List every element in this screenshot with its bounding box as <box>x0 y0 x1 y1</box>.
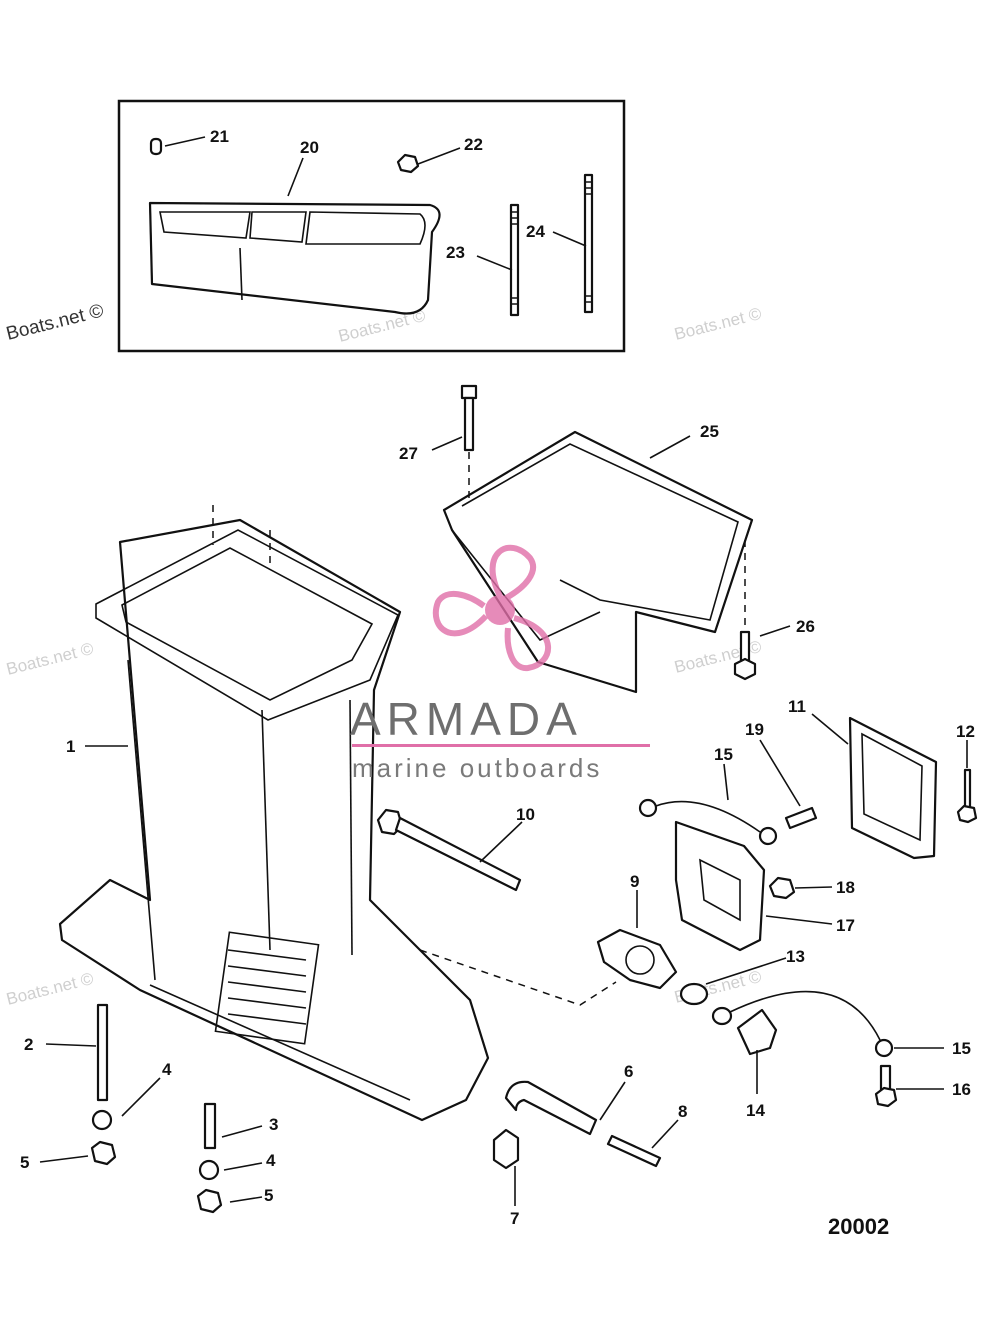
hex-nut-22 <box>396 153 420 174</box>
callout-13: 13 <box>786 947 805 966</box>
callout-9: 9 <box>630 872 639 891</box>
brand-name: ARMADA <box>350 693 583 745</box>
callout-2: 2 <box>24 1035 33 1054</box>
callout-20: 20 <box>300 138 319 157</box>
stud-2 <box>96 1003 109 1102</box>
plate-11 <box>848 716 938 860</box>
washer-4 <box>91 1109 113 1131</box>
callout-19: 19 <box>745 720 764 739</box>
washer-13 <box>679 982 733 1026</box>
callout-6: 6 <box>624 1062 633 1081</box>
callout-18: 18 <box>836 878 855 897</box>
callout-27: 27 <box>399 444 418 463</box>
callout-22: 22 <box>464 135 483 154</box>
fitting-7 <box>492 1128 520 1170</box>
callouts: 21 20 22 23 24 25 27 26 1 10 11 12 19 15… <box>20 127 975 1228</box>
bracket-17 <box>674 820 766 952</box>
hex-nut-5 <box>196 1188 223 1214</box>
stud-3 <box>203 1102 217 1150</box>
bolt-19 <box>784 806 818 830</box>
callout-21: 21 <box>210 127 229 146</box>
bolt-10 <box>376 808 522 892</box>
callout-8: 8 <box>678 1102 687 1121</box>
bolt-27 <box>460 384 478 500</box>
callout-5: 5 <box>264 1186 273 1205</box>
cover-25 <box>442 430 754 694</box>
inset-frame <box>117 99 626 353</box>
callout-23: 23 <box>446 243 465 262</box>
hex-nut-5 <box>90 1140 117 1166</box>
callout-11: 11 <box>788 697 806 716</box>
stud-24 <box>583 173 594 314</box>
hose-6 <box>504 1080 598 1136</box>
hex-nut-18 <box>768 876 796 900</box>
callout-15: 15 <box>952 1039 971 1058</box>
dowel-pin <box>149 137 163 156</box>
brand-underline <box>352 744 650 747</box>
spacer-plate <box>148 201 441 315</box>
screw-12 <box>956 768 978 824</box>
fitting-8 <box>606 1134 662 1168</box>
callout-17: 17 <box>836 916 855 935</box>
mount-9 <box>419 928 678 1006</box>
callout-3: 3 <box>269 1115 278 1134</box>
driveshaft-housing <box>58 505 490 1122</box>
callout-10: 10 <box>516 805 535 824</box>
washer-4 <box>198 1159 220 1181</box>
figure-number: 20002 <box>828 1214 889 1239</box>
callout-15: 15 <box>714 745 733 764</box>
callout-12: 12 <box>956 722 975 741</box>
callout-4: 4 <box>266 1151 276 1170</box>
callout-24: 24 <box>526 222 545 241</box>
callout-14: 14 <box>746 1101 765 1120</box>
cap-nut-14 <box>736 1008 778 1056</box>
brand-logo: ARMADA marine outboards <box>350 544 650 783</box>
callout-16: 16 <box>952 1080 971 1099</box>
callout-26: 26 <box>796 617 815 636</box>
watermark-text: Boats.net © <box>4 969 95 1009</box>
callout-4: 4 <box>162 1060 172 1079</box>
propeller-icon <box>432 544 552 672</box>
stud-23 <box>509 203 520 317</box>
brand-tagline: marine outboards <box>352 753 602 783</box>
callout-5: 5 <box>20 1153 29 1172</box>
watermark-text: Boats.net © <box>4 639 95 679</box>
callout-1: 1 <box>66 737 75 756</box>
ground-strap-15 <box>638 798 778 846</box>
watermark-text: Boats.net © <box>672 304 763 344</box>
callout-7: 7 <box>510 1209 519 1228</box>
ground-strap-15 <box>729 990 894 1058</box>
bolt-16 <box>874 1064 898 1108</box>
callout-25: 25 <box>700 422 719 441</box>
watermark-text: Boats.net © <box>4 300 106 344</box>
bolt-26 <box>733 540 757 681</box>
leader-lines <box>39 136 968 1206</box>
